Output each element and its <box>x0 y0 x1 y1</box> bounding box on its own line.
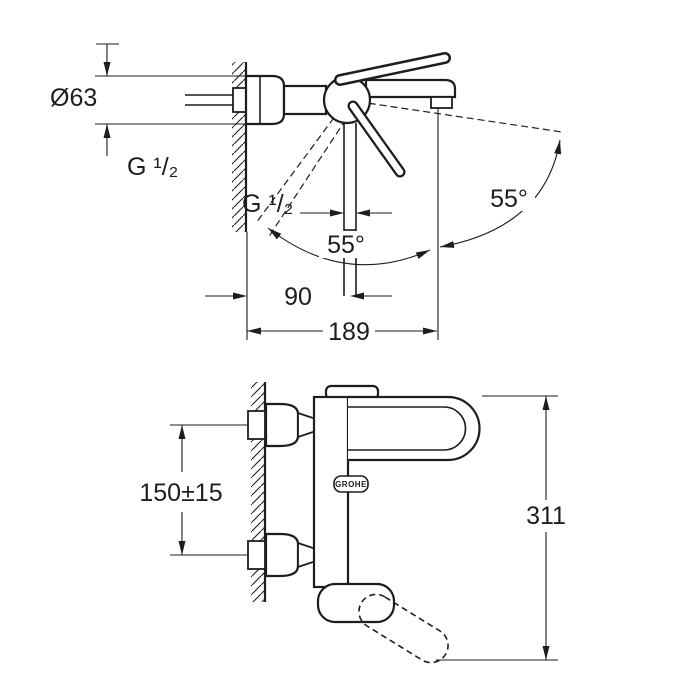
arrowhead <box>542 646 550 660</box>
mixer-body <box>282 84 328 116</box>
dim-189: 189 <box>247 318 437 346</box>
arrowhead <box>330 209 344 217</box>
shower-outlet-foot <box>316 582 396 624</box>
dim-label-depth: 189 <box>328 318 370 346</box>
arrowhead <box>554 140 562 155</box>
dim-311: 311 <box>436 395 566 661</box>
arrowhead <box>268 228 282 240</box>
dim-90: 90 <box>205 283 392 311</box>
arrowhead <box>356 209 370 217</box>
spout-inner-line <box>348 406 467 451</box>
arrowhead <box>350 292 364 300</box>
escutcheon-top <box>264 402 300 448</box>
arrowhead <box>415 250 430 259</box>
arrowhead <box>423 327 437 335</box>
brand-logo-text: GROHE <box>335 480 367 489</box>
dim-label-inlet-spacing: 150±15 <box>139 479 222 507</box>
arrowhead <box>103 124 111 138</box>
dim-label-wall-thread: G ¹/₂ <box>127 153 178 181</box>
arrowhead <box>542 396 550 410</box>
escutcheon-bottom <box>264 532 300 578</box>
wall-union-nut <box>232 87 247 113</box>
handle-travel-dashed-line <box>346 99 563 133</box>
arrowhead <box>233 292 247 300</box>
dim-outlet-thread: G ¹/₂ <box>242 190 392 218</box>
arrowhead <box>178 425 186 439</box>
spout <box>348 395 481 462</box>
angle-arc <box>267 227 431 266</box>
label-mask <box>319 231 373 258</box>
dim-angle-right: 55° <box>439 139 562 248</box>
arrowhead <box>247 327 261 335</box>
lever-handle-up-fill <box>336 54 449 84</box>
arrowhead <box>440 241 455 248</box>
side-view: Ø63 G ¹/₂ G ¹/₂ 55° 55° <box>50 43 563 346</box>
arrowhead <box>103 62 111 76</box>
spout <box>364 78 457 99</box>
wall-union-nut-bottom <box>247 540 266 570</box>
arrowhead <box>178 541 186 555</box>
dim-150: 150±15 <box>139 424 247 556</box>
dim-diameter-63: Ø63 <box>50 43 252 156</box>
wall-union-nut-top <box>247 410 266 440</box>
escutcheon <box>244 74 286 126</box>
dim-label-wall-to-outlet: 90 <box>284 283 312 311</box>
dim-label-outlet-thread: G ¹/₂ <box>242 190 293 218</box>
lever-handle-tilted-fill <box>349 102 404 176</box>
handle-travel-dashed-line <box>255 99 348 224</box>
dim-label-lever-angle: 55° <box>490 185 528 213</box>
handle-travel-dashed-line <box>267 109 353 239</box>
aerator <box>430 96 453 109</box>
dim-label-swivel-angle: 55° <box>327 231 365 259</box>
brand-badge <box>333 475 369 493</box>
dim-label-height: 311 <box>526 502 566 530</box>
dim-angle-bottom: 55° <box>267 227 431 266</box>
dim-label-diameter: Ø63 <box>50 84 97 112</box>
front-view: GROHE 150±15 311 <box>139 382 566 664</box>
label-mask <box>483 185 535 211</box>
